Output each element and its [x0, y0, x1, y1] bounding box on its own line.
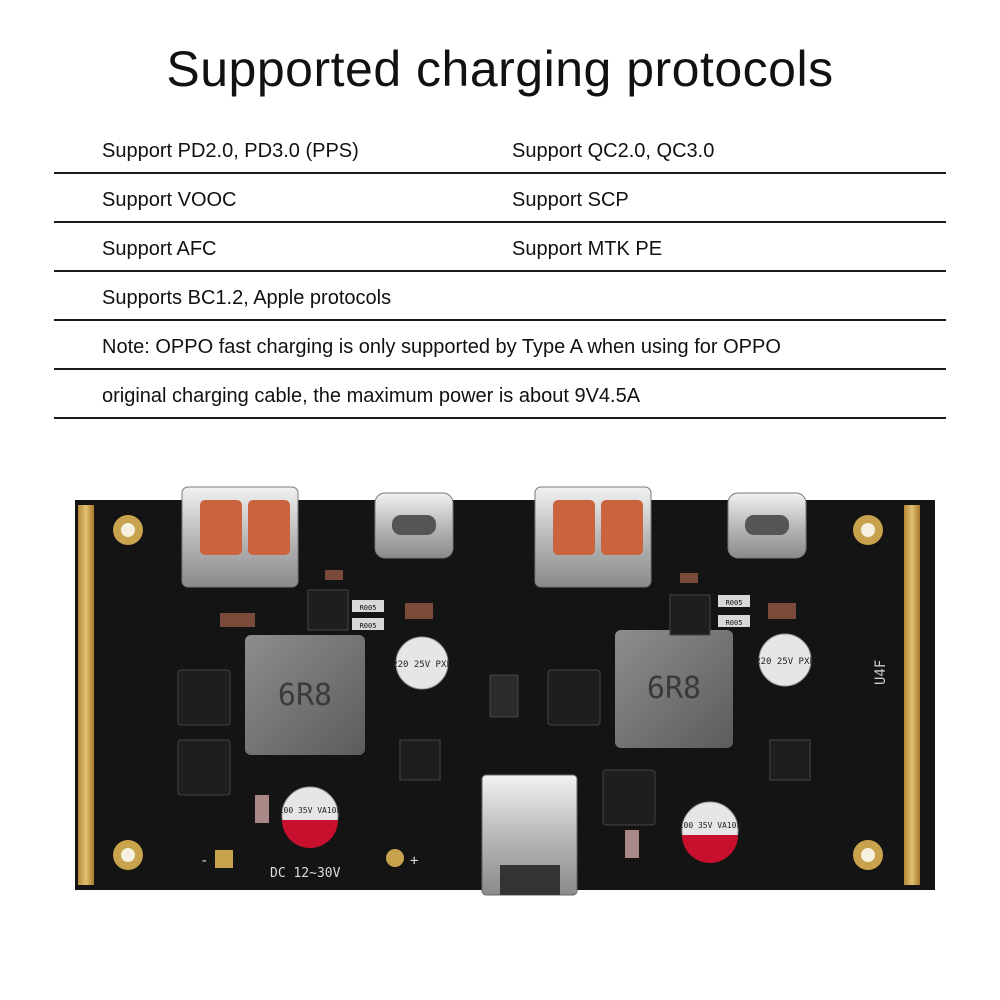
cap-label: 220 25V PXL	[392, 660, 452, 670]
capacitor-small-right: 220 25V PXL	[755, 633, 815, 687]
table-row: original charging cable, the maximum pow…	[54, 370, 946, 419]
silk-label: U4F	[873, 660, 889, 685]
cap-label: 220 25V PXL	[755, 657, 815, 667]
table-row: Supports BC1.2, Apple protocols	[54, 272, 946, 321]
plus-pad	[386, 849, 404, 867]
inductor-right: 6R8	[615, 630, 733, 748]
plus-label: +	[410, 853, 418, 869]
table-cell: Support SCP	[512, 189, 629, 211]
table-row: Support AFC Support MTK PE	[54, 223, 946, 272]
cap-label: 100 35V VA108	[679, 821, 742, 830]
protocol-table: Support PD2.0, PD3.0 (PPS) Support QC2.0…	[54, 125, 946, 419]
capacitor-red-left: 100 35V VA108	[279, 786, 342, 848]
minus-label: -	[200, 853, 208, 869]
resistor-label: R005	[360, 622, 377, 630]
usb-a-port-left	[181, 486, 299, 588]
capacitor-red-right: 100 35V VA108	[679, 801, 742, 863]
inductor-label: 6R8	[278, 678, 332, 713]
table-cell: Support VOOC	[102, 189, 237, 211]
table-row: Note: OPPO fast charging is only support…	[54, 321, 946, 370]
table-cell: Support MTK PE	[512, 238, 663, 260]
edge-pad-left	[78, 505, 94, 885]
usb-c-port-left	[374, 492, 454, 559]
inductor-label: 6R8	[647, 671, 701, 706]
resistor-label: R005	[360, 604, 377, 612]
table-row: Support PD2.0, PD3.0 (PPS) Support QC2.0…	[54, 125, 946, 174]
table-cell: Support PD2.0, PD3.0 (PPS)	[102, 140, 359, 162]
capacitor-small-left: 220 25V PXL	[392, 636, 452, 690]
pcb-board-illustration: 6R8 6R8 220 25V PXL 220 25V PXL 100 35V …	[75, 486, 935, 896]
cap-label: 100 35V VA108	[279, 806, 342, 815]
pcb-board-photo: 6R8 6R8 220 25V PXL 220 25V PXL 100 35V …	[70, 485, 940, 905]
table-cell: Note: OPPO fast charging is only support…	[102, 336, 781, 358]
small-components	[220, 570, 796, 858]
resistor-label: R005	[726, 619, 743, 627]
ic-chips	[177, 589, 811, 826]
table-cell: original charging cable, the maximum pow…	[102, 385, 641, 407]
dc-input-jack	[481, 774, 578, 896]
table-cell: Support QC2.0, QC3.0	[512, 140, 715, 162]
edge-pad-right	[904, 505, 920, 885]
input-voltage-label: DC 12~30V	[270, 866, 341, 881]
minus-pad	[215, 850, 233, 868]
page-title: Supported charging protocols	[166, 41, 834, 97]
mounting-hole	[113, 515, 883, 870]
table-cell: Supports BC1.2, Apple protocols	[102, 287, 392, 309]
table-cell: Support AFC	[102, 238, 217, 260]
usb-a-port-right	[534, 486, 652, 588]
usb-c-port-right	[727, 492, 807, 559]
resistor-label: R005	[726, 599, 743, 607]
inductor-left: 6R8	[245, 635, 365, 755]
table-row: Support VOOC Support SCP	[54, 174, 946, 223]
resistors: R005 R005 R005 R005	[352, 595, 750, 630]
